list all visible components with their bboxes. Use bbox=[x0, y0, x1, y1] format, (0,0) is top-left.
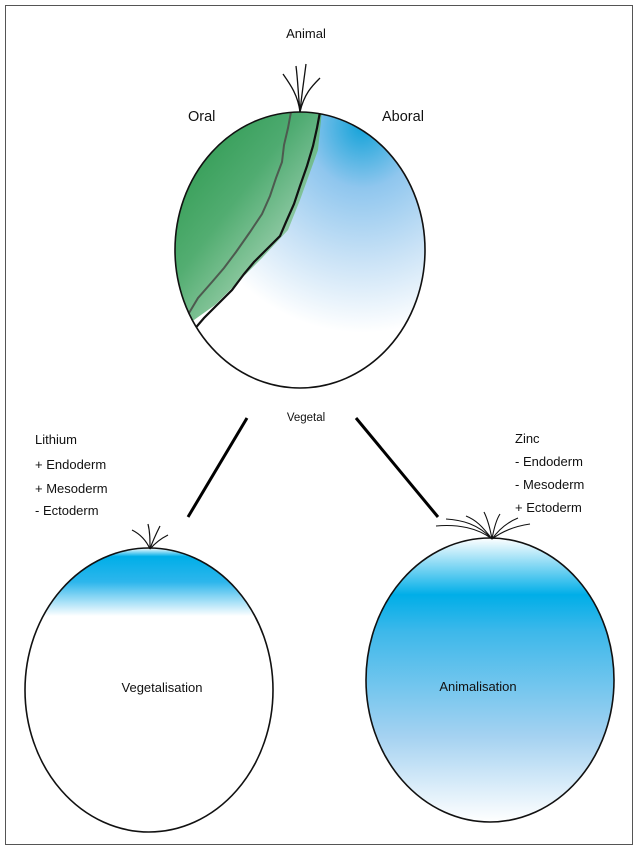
animalised-embryo: Animalisation bbox=[365, 511, 615, 823]
right-agent-label: Zinc bbox=[515, 431, 540, 446]
boundary-line-outer bbox=[185, 112, 292, 319]
left-agent-label: Lithium bbox=[35, 432, 77, 447]
left-effect-2: + Mesoderm bbox=[35, 481, 108, 496]
right-effect-2: - Mesoderm bbox=[515, 477, 584, 492]
cilia-tuft-left bbox=[131, 523, 169, 550]
connector-left bbox=[186, 417, 249, 518]
right-treatment-text: Zinc - Endoderm - Mesoderm + Ectoderm bbox=[515, 431, 584, 515]
left-effect-3: - Ectoderm bbox=[35, 503, 99, 518]
connector-right bbox=[354, 417, 440, 518]
animalisation-label: Animalisation bbox=[439, 679, 516, 694]
vegetalised-embryo: Vegetalisation bbox=[24, 523, 274, 833]
left-treatment-text: Lithium + Endoderm + Mesoderm - Ectoderm bbox=[35, 432, 108, 518]
right-effect-1: - Endoderm bbox=[515, 454, 583, 469]
cilia-tuft-right bbox=[435, 511, 531, 540]
boundary-line-inner bbox=[191, 112, 322, 333]
right-effect-3: + Ectoderm bbox=[515, 500, 582, 515]
label-animal: Animal bbox=[286, 26, 326, 41]
label-oral: Oral bbox=[188, 109, 215, 125]
label-aboral: Aboral bbox=[382, 109, 424, 125]
left-effect-1: + Endoderm bbox=[35, 457, 106, 472]
label-vegetal: Vegetal bbox=[287, 412, 325, 424]
vegetalisation-label: Vegetalisation bbox=[122, 680, 203, 695]
cilia-tuft-top bbox=[282, 63, 321, 113]
